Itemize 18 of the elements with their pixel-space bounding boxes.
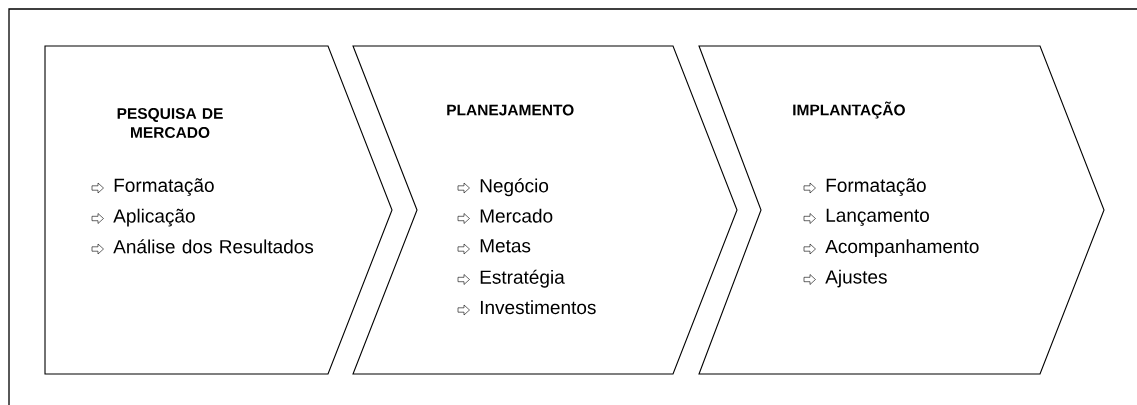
- list-item: Aplicação: [113, 208, 195, 227]
- list-item: Ajustes: [825, 269, 887, 288]
- chevron-box: [352, 45, 738, 375]
- list-item: Estratégia: [480, 269, 565, 288]
- list-item: Negócio: [480, 178, 549, 197]
- list-item: Lançamento: [826, 208, 929, 226]
- list-item: Mercado: [480, 208, 553, 223]
- list-item: Acompanhamento: [825, 239, 979, 257]
- heading: PLANEJAMENTO: [447, 104, 574, 116]
- heading: PESQUISA DE MERCADO: [117, 108, 223, 138]
- list-item: Metas: [480, 239, 531, 253]
- chevron-box: [44, 45, 393, 375]
- list-item: Análise dos Resultados: [113, 239, 314, 254]
- chevron-box: [698, 45, 1105, 375]
- list-item: Investimentos: [480, 300, 596, 315]
- heading: IMPLANTAÇÃO: [793, 101, 905, 119]
- list-item: Formatação: [114, 178, 214, 196]
- list-item: Formatação: [826, 178, 926, 196]
